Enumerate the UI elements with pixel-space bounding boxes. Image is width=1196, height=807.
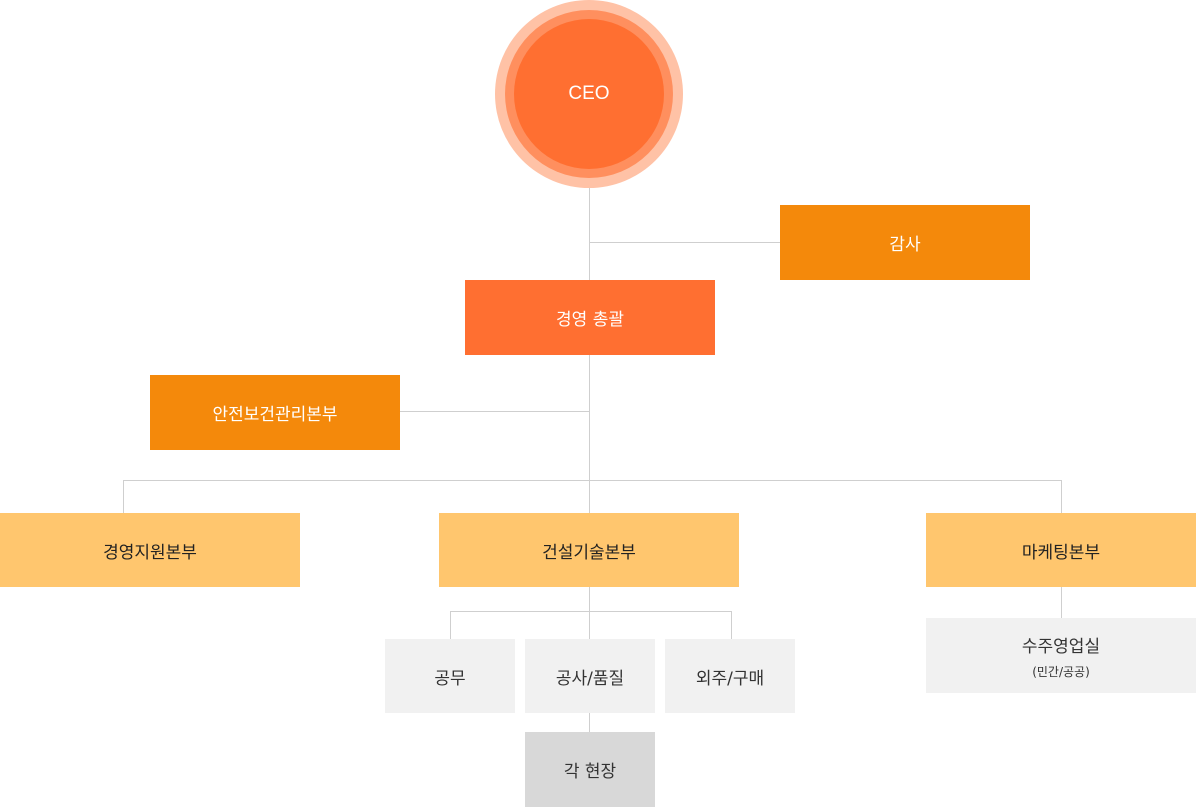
safety-box: 안전보건관리본부 — [150, 375, 400, 450]
sales-label: 수주영업실 — [1021, 636, 1101, 657]
ceo-node: CEO — [514, 19, 664, 169]
construction-quality-label: 공사/품질 — [555, 668, 625, 689]
sales-box: 수주영업실 (민간/공공) — [926, 618, 1196, 693]
sites-box: 각 현장 — [525, 732, 655, 807]
marketing-label: 마케팅본부 — [1021, 542, 1101, 563]
management-box: 경영 총괄 — [465, 280, 715, 355]
admin-label: 공무 — [434, 668, 466, 689]
sites-label: 각 현장 — [563, 762, 617, 782]
connector-management-to-divisions — [589, 355, 590, 513]
ceo-label: CEO — [568, 83, 610, 104]
connector-divisions-bus — [123, 480, 1061, 481]
connector-to-safety — [400, 411, 589, 412]
connector-to-management-support — [123, 480, 124, 513]
marketing-box: 마케팅본부 — [926, 513, 1196, 587]
outsourcing-purchase-box: 외주/구매 — [665, 639, 795, 713]
construction-quality-box: 공사/품질 — [525, 639, 655, 713]
connector-quality-to-sites — [589, 713, 590, 732]
management-support-label: 경영지원본부 — [103, 542, 197, 563]
admin-box: 공무 — [385, 639, 515, 713]
safety-label: 안전보건관리본부 — [212, 405, 338, 425]
audit-box: 감사 — [780, 205, 1030, 280]
audit-label: 감사 — [889, 235, 921, 255]
management-support-box: 경영지원본부 — [0, 513, 300, 587]
connector-marketing-to-sales — [1061, 587, 1062, 618]
construction-tech-label: 건설기술본부 — [542, 542, 636, 563]
connector-to-admin — [450, 611, 451, 639]
connector-ceo-to-management — [589, 188, 590, 280]
connector-construction-to-teams — [589, 587, 590, 639]
sales-sublabel: (민간/공공) — [1032, 664, 1090, 679]
outsourcing-purchase-label: 외주/구매 — [695, 668, 765, 689]
construction-tech-box: 건설기술본부 — [439, 513, 739, 587]
connector-to-marketing — [1061, 480, 1062, 513]
management-label: 경영 총괄 — [556, 310, 624, 330]
connector-teams-bus — [450, 611, 731, 612]
connector-to-audit — [589, 242, 780, 243]
connector-to-outsourcing — [731, 611, 732, 639]
